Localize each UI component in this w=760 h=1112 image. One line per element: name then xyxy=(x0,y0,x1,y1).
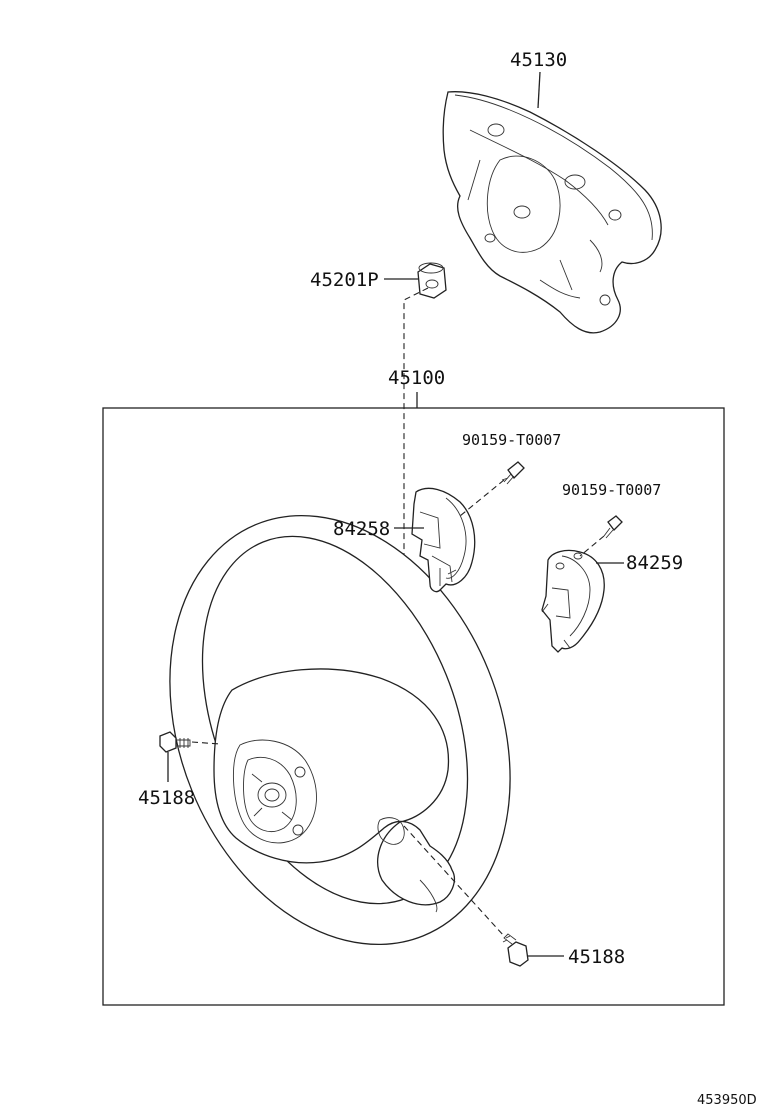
label-45188-left: 45188 xyxy=(138,787,195,809)
nut-45201P xyxy=(417,262,447,299)
screw-90159-T0007-left xyxy=(501,461,525,485)
steering-wheel xyxy=(169,514,511,946)
label-90159-T0007-left: 90159-T0007 xyxy=(462,431,561,449)
airbag-pad-45130 xyxy=(442,91,662,334)
leader-45130 xyxy=(537,71,541,109)
assembly-frame-45100 xyxy=(102,407,725,1006)
switch-84259 xyxy=(541,549,605,653)
bolt-45188-left xyxy=(159,731,191,753)
screw-90159-T0007-right xyxy=(603,515,623,539)
label-84259: 84259 xyxy=(626,552,683,574)
label-45130: 45130 xyxy=(510,49,567,71)
label-90159-T0007-right: 90159-T0007 xyxy=(562,481,661,499)
label-45100: 45100 xyxy=(388,367,445,389)
label-45188-bottom: 45188 xyxy=(568,946,625,968)
bolt-45188-bottom xyxy=(502,933,529,967)
dashed-line-bolt-bottom xyxy=(403,825,505,937)
switch-84258 xyxy=(411,487,476,593)
dashed-line-bolt-left xyxy=(191,741,221,745)
label-45201P: 45201P xyxy=(310,269,379,291)
label-84258: 84258 xyxy=(333,518,390,540)
dashed-line-screw-right xyxy=(579,535,605,557)
diagram-reference-code: 453950D xyxy=(697,1093,757,1108)
